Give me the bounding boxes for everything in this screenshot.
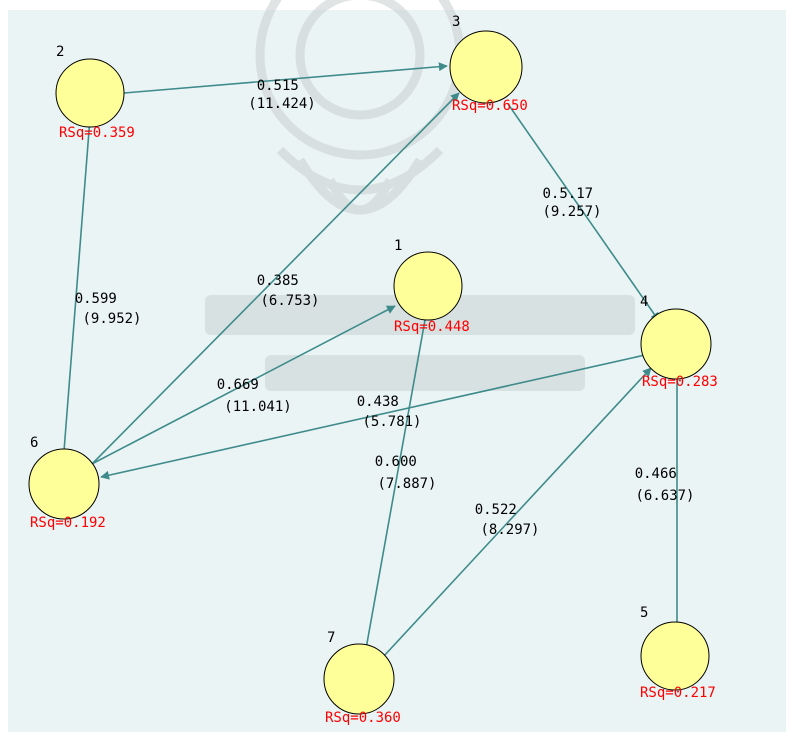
node-7[interactable]: 7 RSq=0.360 <box>323 630 401 726</box>
edge-6-1 <box>87 305 396 467</box>
nodes-layer: 2 RSq=0.359 3 RSq=0.650 1 RSq=0.448 4 RS… <box>28 14 718 726</box>
node-circle[interactable] <box>323 643 395 715</box>
edge-label-2-3: 0.515 (11.424) <box>248 78 315 112</box>
edge-coefficient: 0.466 <box>635 466 677 482</box>
node-circle[interactable] <box>449 30 523 104</box>
edge-t-value: (5.781) <box>362 414 421 430</box>
edges-layer <box>63 62 682 661</box>
node-rsq-label: RSq=0.283 <box>642 374 718 390</box>
node-id-label: 6 <box>30 435 38 451</box>
node-rsq-label: RSq=0.448 <box>394 319 470 335</box>
edge-coefficient: 0.600 <box>375 454 417 470</box>
edge-7-4 <box>382 367 652 658</box>
node-id-label: 2 <box>56 44 64 60</box>
edge-coefficient: 0.599 <box>75 291 117 307</box>
edge-6-3 <box>89 92 460 467</box>
node-id-label: 1 <box>394 238 402 254</box>
node-1[interactable]: 1 RSq=0.448 <box>393 238 470 335</box>
node-6[interactable]: 6 RSq=0.192 <box>28 435 106 531</box>
edge-label-4-5: 0.466 (6.637) <box>635 466 695 504</box>
edge-6-2 <box>63 117 91 452</box>
node-circle[interactable] <box>28 448 100 520</box>
edge-t-value: (11.041) <box>224 399 291 415</box>
edge-labels-layer: 0.515 (11.424) 0.5.17 (9.257) 0.599 (9.9… <box>75 78 695 538</box>
edge-label-6-1: 0.669 (11.041) <box>217 377 292 415</box>
edge-t-value: (7.887) <box>377 476 436 492</box>
edge-label-7-4: 0.522 (8.297) <box>475 502 540 538</box>
node-circle[interactable] <box>393 251 463 321</box>
edge-coefficient: 0.5.17 <box>542 186 593 202</box>
edge-4-6 <box>100 354 646 480</box>
node-rsq-label: RSq=0.217 <box>640 685 716 701</box>
edge-t-value: (8.297) <box>480 522 539 538</box>
edge-coefficient: 0.438 <box>357 394 399 410</box>
edge-coefficient: 0.515 <box>257 78 299 94</box>
node-id-label: 5 <box>640 605 648 621</box>
node-rsq-label: RSq=0.650 <box>452 98 528 114</box>
edge-label-6-2: 0.599 (9.952) <box>75 291 142 327</box>
edge-3-4 <box>507 103 660 322</box>
edge-label-4-6: 0.438 (5.781) <box>357 394 422 430</box>
node-circle[interactable] <box>55 58 125 128</box>
node-rsq-label: RSq=0.360 <box>325 710 401 726</box>
edge-label-3-4: 0.5.17 (9.257) <box>542 186 601 220</box>
edge-t-value: (11.424) <box>248 96 315 112</box>
node-2[interactable]: 2 RSq=0.359 <box>55 44 135 141</box>
node-rsq-label: RSq=0.359 <box>59 125 135 141</box>
edge-t-value: (6.637) <box>635 488 694 504</box>
node-4[interactable]: 4 RSq=0.283 <box>640 294 718 390</box>
edge-label-6-3: 0.385 (6.753) <box>257 273 320 309</box>
node-rsq-label: RSq=0.192 <box>30 515 106 531</box>
edge-coefficient: 0.669 <box>217 377 259 393</box>
edge-coefficient: 0.522 <box>475 502 517 518</box>
node-id-label: 7 <box>327 630 335 646</box>
edge-t-value: (9.257) <box>542 204 601 220</box>
node-circle[interactable] <box>640 308 712 380</box>
edge-coefficient: 0.385 <box>257 273 299 289</box>
node-3[interactable]: 3 RSq=0.650 <box>449 14 528 114</box>
edge-label-1-7: 0.600 (7.887) <box>375 454 437 492</box>
node-id-label: 3 <box>452 14 460 30</box>
node-circle[interactable] <box>640 621 710 691</box>
edge-1-7 <box>361 319 426 661</box>
node-5[interactable]: 5 RSq=0.217 <box>640 605 716 701</box>
edge-2-3 <box>123 62 448 94</box>
node-id-label: 4 <box>640 294 648 310</box>
edge-t-value: (9.952) <box>82 311 141 327</box>
edge-t-value: (6.753) <box>260 293 319 309</box>
